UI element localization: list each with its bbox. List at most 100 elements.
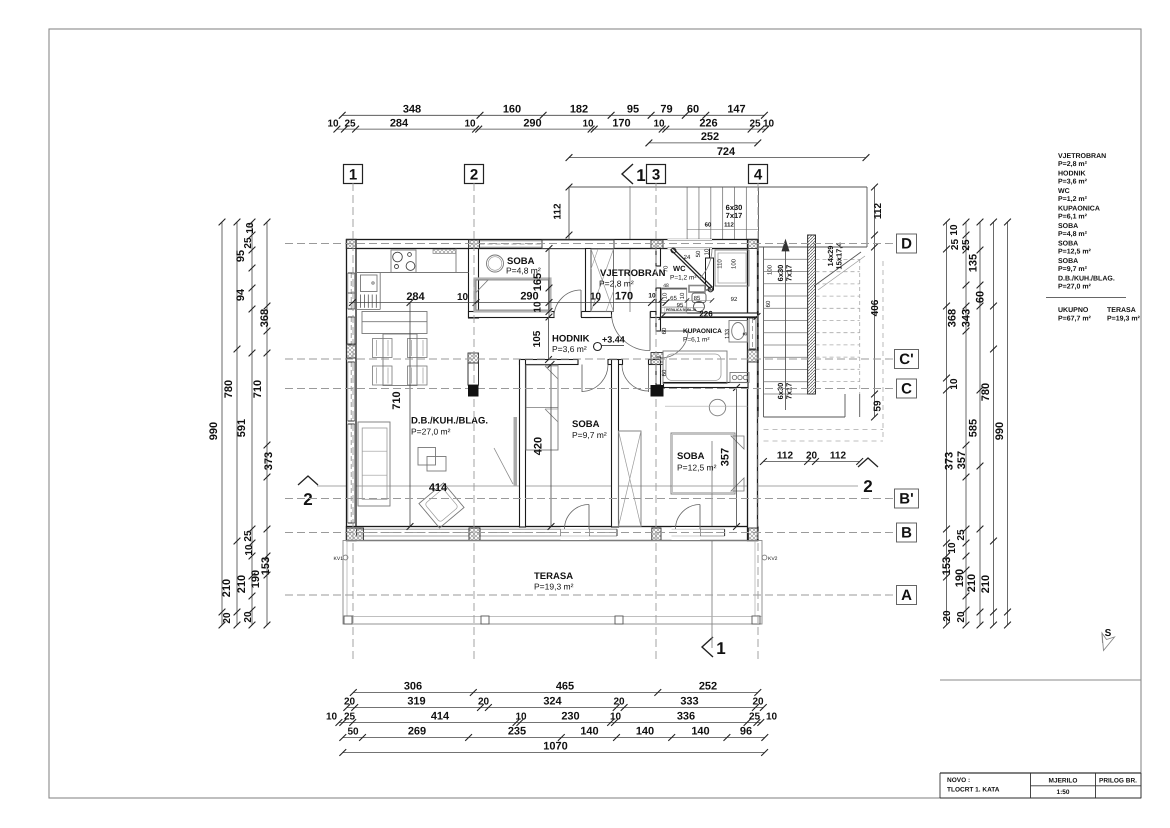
svg-text:85: 85 <box>694 295 701 302</box>
svg-text:P=12,5 m²: P=12,5 m² <box>677 463 717 473</box>
svg-text:348: 348 <box>403 104 421 116</box>
svg-text:KV1: KV1 <box>334 556 344 562</box>
svg-text:VJETROBRAN: VJETROBRAN <box>1058 153 1106 160</box>
svg-text:KUPAONICA: KUPAONICA <box>1058 206 1100 213</box>
svg-text:190: 190 <box>250 570 262 588</box>
svg-text:7x17: 7x17 <box>726 211 743 220</box>
svg-text:368: 368 <box>947 309 959 327</box>
svg-text:48: 48 <box>663 283 669 289</box>
svg-text:105: 105 <box>532 330 543 347</box>
svg-text:92: 92 <box>731 296 738 303</box>
svg-text:95: 95 <box>235 250 247 262</box>
svg-text:P=1,2 m²: P=1,2 m² <box>1058 196 1088 203</box>
svg-text:KUPAONICA: KUPAONICA <box>683 328 722 335</box>
svg-text:10: 10 <box>245 222 256 234</box>
svg-text:2: 2 <box>470 167 478 184</box>
svg-text:1: 1 <box>716 639 725 658</box>
svg-text:10: 10 <box>327 118 339 129</box>
svg-text:230: 230 <box>561 711 579 723</box>
svg-text:25: 25 <box>956 529 967 541</box>
svg-text:60: 60 <box>661 327 668 334</box>
svg-text:10: 10 <box>947 542 958 554</box>
svg-text:112: 112 <box>873 202 884 219</box>
svg-text:112: 112 <box>830 451 847 462</box>
svg-text:24: 24 <box>684 254 691 261</box>
svg-text:10: 10 <box>653 118 665 129</box>
svg-text:P=2,8 m²: P=2,8 m² <box>599 279 634 289</box>
svg-text:VJETROBRAN: VJETROBRAN <box>600 268 666 279</box>
svg-text:P=4,8 m²: P=4,8 m² <box>1058 231 1088 238</box>
svg-text:252: 252 <box>699 681 717 693</box>
svg-text:P=9,7 m²: P=9,7 m² <box>572 430 607 440</box>
svg-text:20: 20 <box>613 697 625 708</box>
svg-text:8: 8 <box>742 332 749 336</box>
svg-text:70: 70 <box>663 265 670 272</box>
svg-text:KV2: KV2 <box>768 556 778 562</box>
svg-text:25: 25 <box>344 712 356 723</box>
svg-text:1: 1 <box>349 167 357 184</box>
svg-text:112: 112 <box>777 451 794 462</box>
svg-text:373: 373 <box>263 452 275 470</box>
svg-text:10: 10 <box>662 292 669 299</box>
svg-text:10: 10 <box>582 118 594 129</box>
svg-text:50: 50 <box>695 250 702 257</box>
svg-text:10: 10 <box>949 378 960 390</box>
svg-text:1070: 1070 <box>543 741 567 753</box>
svg-text:284: 284 <box>406 291 425 303</box>
svg-text:59: 59 <box>873 400 884 412</box>
svg-text:P=9,7 m²: P=9,7 m² <box>1058 266 1088 273</box>
svg-text:210: 210 <box>236 575 248 593</box>
svg-text:6x30: 6x30 <box>776 383 785 400</box>
svg-text:60: 60 <box>705 222 712 229</box>
svg-text:P=4,8 m²: P=4,8 m² <box>506 266 541 276</box>
svg-text:990: 990 <box>994 422 1006 440</box>
svg-text:780: 780 <box>223 380 235 398</box>
svg-text:10: 10 <box>679 292 686 299</box>
svg-text:1:50: 1:50 <box>1056 789 1069 796</box>
svg-text:P=27,0 m²: P=27,0 m² <box>1058 284 1092 291</box>
svg-text:10: 10 <box>704 248 711 255</box>
svg-text:306: 306 <box>404 681 422 693</box>
svg-text:7x17: 7x17 <box>785 383 794 400</box>
svg-text:20: 20 <box>956 611 967 623</box>
svg-text:P=6,1 m²: P=6,1 m² <box>683 337 710 344</box>
svg-text:133: 133 <box>724 328 731 339</box>
svg-text:6x30: 6x30 <box>726 203 743 212</box>
svg-text:290: 290 <box>520 291 538 303</box>
svg-text:A: A <box>901 587 912 604</box>
svg-text:112: 112 <box>724 222 734 229</box>
svg-text:20: 20 <box>478 697 490 708</box>
svg-text:10: 10 <box>590 292 602 303</box>
svg-text:50: 50 <box>347 727 359 738</box>
svg-text:414: 414 <box>429 482 448 494</box>
svg-text:336: 336 <box>677 711 695 723</box>
svg-text:147: 147 <box>727 104 745 116</box>
svg-text:100: 100 <box>731 258 738 269</box>
svg-text:343: 343 <box>961 309 973 327</box>
svg-text:MJERILO: MJERILO <box>1049 778 1078 785</box>
svg-text:SOBA: SOBA <box>1058 241 1078 248</box>
svg-text:25: 25 <box>961 239 972 251</box>
svg-text:+3.44: +3.44 <box>602 335 625 345</box>
svg-text:60: 60 <box>661 369 668 376</box>
svg-text:140: 140 <box>691 726 709 738</box>
svg-text:7x17: 7x17 <box>785 265 794 282</box>
svg-text:210: 210 <box>980 575 992 593</box>
svg-text:10: 10 <box>244 544 255 556</box>
svg-text:SOBA: SOBA <box>507 256 535 267</box>
svg-text:2: 2 <box>303 490 312 509</box>
svg-text:C: C <box>901 381 912 398</box>
svg-text:10: 10 <box>533 301 544 313</box>
svg-text:10: 10 <box>648 293 656 300</box>
svg-text:P=3,6 m²: P=3,6 m² <box>552 344 587 354</box>
svg-text:284: 284 <box>390 117 409 129</box>
svg-text:20: 20 <box>344 697 356 708</box>
svg-text:182: 182 <box>570 104 588 116</box>
svg-text:252: 252 <box>701 131 719 143</box>
svg-text:4: 4 <box>754 167 763 184</box>
svg-text:420: 420 <box>533 437 545 455</box>
svg-text:P=2,8 m²: P=2,8 m² <box>1058 161 1088 168</box>
svg-text:2: 2 <box>863 477 872 496</box>
svg-text:235: 235 <box>508 726 526 738</box>
svg-text:710: 710 <box>252 380 264 398</box>
